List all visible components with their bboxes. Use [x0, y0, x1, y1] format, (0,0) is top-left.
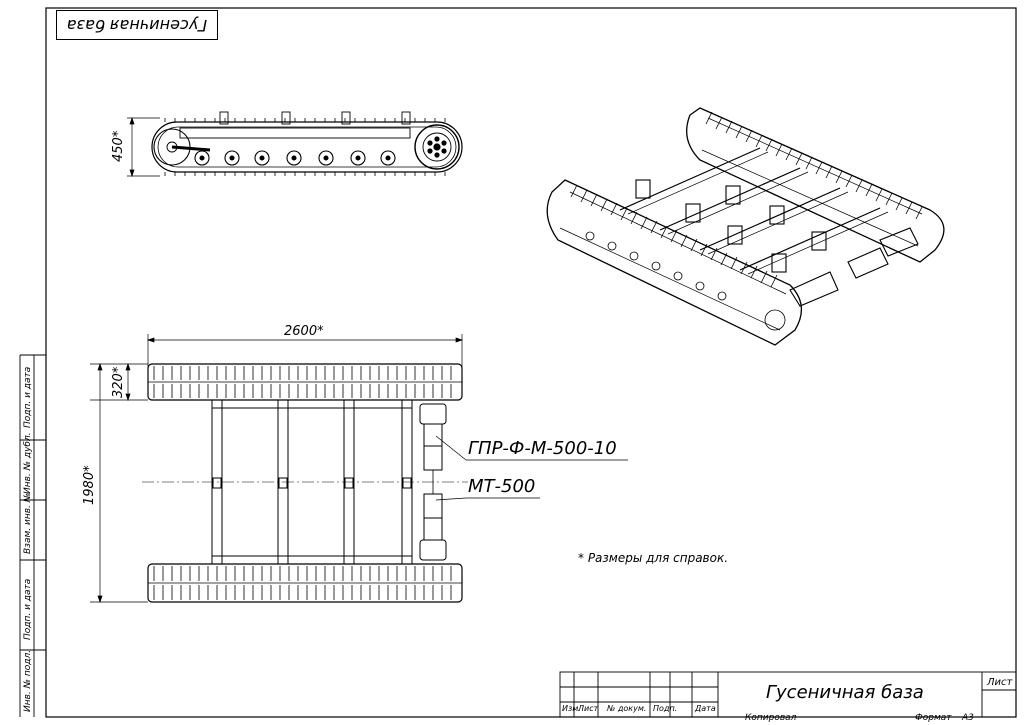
title-col-sign: Подп.: [653, 704, 678, 713]
side-label-2: Инв. № дубл.: [23, 432, 33, 494]
dim-450-label: 450*: [111, 130, 126, 162]
top-stamp: Гусеничная база: [56, 10, 218, 40]
dim-1980-label: 1980*: [82, 465, 97, 505]
side-stamp-grid: [19, 354, 46, 717]
reference-note: * Размеры для справок.: [578, 551, 729, 565]
plan-view: [90, 334, 628, 604]
top-stamp-title: Гусеничная база: [66, 16, 208, 35]
title-block-copied: Копировал: [745, 713, 797, 723]
title-block-grid: [559, 671, 1017, 718]
side-label-3: Взам. инв. №: [23, 492, 33, 554]
side-view-track: [151, 111, 463, 176]
dim-450-lines: [127, 116, 160, 178]
side-label-1: Подп. и дата: [23, 366, 33, 428]
side-label-4: Подп. и дата: [23, 578, 33, 640]
title-block-sheet-label: Лист: [987, 677, 1013, 688]
title-col-date: Дата: [695, 704, 716, 713]
side-label-5: Инв. № подл.: [23, 649, 33, 712]
isometric-view: [546, 107, 945, 346]
title-col-doc: № докум.: [607, 704, 647, 713]
title-block-format-label: Формат: [915, 713, 952, 723]
sheet-frame: [45, 7, 1017, 718]
isometric-track-shoes: [570, 111, 923, 331]
callout-hydraulic-motor: ГПР-Ф-М-500-10: [468, 438, 617, 459]
title-col-change: Изм.: [562, 704, 581, 713]
title-block-name: Гусеничная база: [766, 682, 924, 703]
dim-2600-label: 2600*: [284, 324, 324, 339]
dim-320-label: 320*: [111, 366, 126, 398]
title-block-format-value: А3: [962, 713, 974, 723]
title-col-sheet: Лист: [578, 704, 599, 713]
callout-reducer: МТ-500: [468, 476, 536, 497]
plan-track-shoes: [153, 366, 452, 600]
